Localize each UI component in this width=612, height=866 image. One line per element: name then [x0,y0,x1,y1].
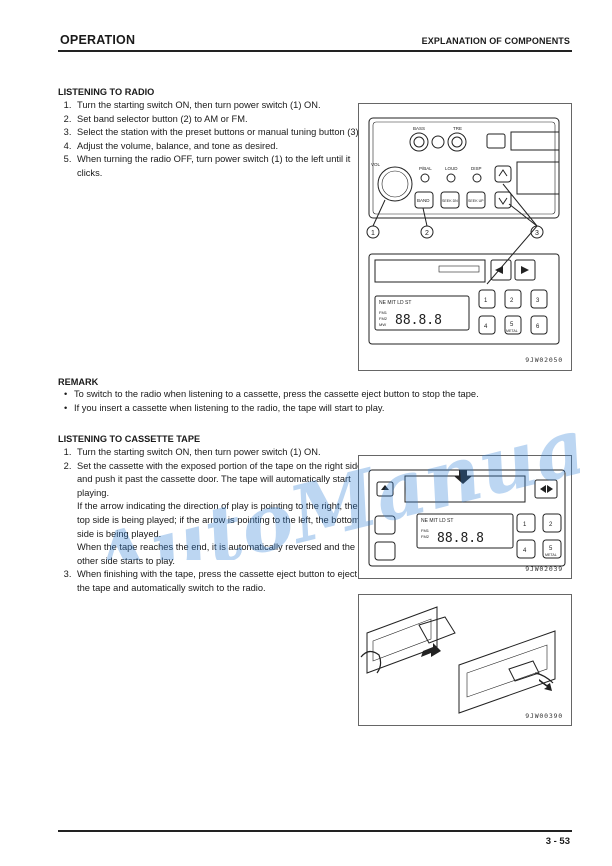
vol-label: VOL [371,162,381,167]
radio-heading: LISTENING TO RADIO [58,87,155,97]
preset-4: 4 [484,324,488,330]
loud-label: LOUD [445,166,458,171]
figure-code: 9JW00390 [525,712,563,720]
cassette-display-text: NE MIT LD ST [421,518,453,524]
cassette-step: Set the cassette with the exposed portio… [74,460,370,569]
cassette-preset-5: 5 [549,546,553,552]
preset-1: 1 [484,298,488,304]
remark-list: To switch to the radio when listening to… [58,388,584,415]
radio-step: Adjust the volume, balance, and tone as … [74,140,370,154]
radio-step: Set band selector button (2) to AM or FM… [74,113,370,127]
tre-label: TRE [453,126,462,131]
remark-item: If you insert a cassette when listening … [74,402,584,416]
preset-5: 5 [510,322,514,328]
bass-label: BASS [413,126,425,131]
cassette-figure: NE MIT LD ST FM1 FM2 88.8.8 1 2 4 5 META… [358,455,572,579]
chapter-title: EXPLANATION OF COMPONENTS [421,36,570,46]
cassette-preset-1: 1 [523,522,527,528]
cassette-heading: LISTENING TO CASSETTE TAPE [58,434,201,444]
footer-rule [58,830,572,832]
preset-2: 2 [510,298,514,304]
cassette-step: When finishing with the tape, press the … [74,568,370,595]
cassette-step: Turn the starting switch ON, then turn p… [74,446,370,460]
remark-item: To switch to the radio when listening to… [74,388,584,402]
callout-1: 1 [371,230,375,237]
cassette-preset-4: 4 [523,548,527,554]
figure-code: 9JW02050 [525,356,563,364]
band-fm1: FM1 [379,310,388,315]
display-text: NE MIT LD ST [379,300,411,306]
cassette-unit-drawing: NE MIT LD ST FM1 FM2 88.8.8 1 2 4 5 META… [368,469,566,567]
radio-step: Select the station with the preset butto… [74,126,370,140]
cassette-band-fm2: FM2 [421,534,430,539]
seek-up-label: SEEK UP [468,199,484,203]
band-label: BAND [417,198,430,203]
figure-code: 9JW02039 [525,565,563,573]
cassette-preset-5-metal: METAL [545,553,557,557]
preset-6: 6 [536,324,540,330]
disp-label: DISP [471,166,482,171]
preset-3: 3 [536,298,540,304]
radio-unit-drawing: BASS TRE VOL P/BAL LOUD DISP BAND SEEK D… [366,117,560,345]
preset-5-metal: METAL [506,329,518,333]
insert-eject-figure: 9JW00390 [358,594,572,726]
radio-step: Turn the starting switch ON, then turn p… [74,99,370,113]
cassette-band-fm1: FM1 [421,528,430,533]
radio-step: When turning the radio OFF, turn power s… [74,153,370,180]
callout-3: 3 [535,230,539,237]
section-title: OPERATION [60,33,136,47]
radio-steps: Turn the starting switch ON, then turn p… [58,99,370,181]
cassette-display-digits: 88.8.8 [437,531,484,546]
band-fm2: FM2 [379,316,388,321]
pbal-label: P/BAL [419,166,432,171]
cassette-preset-2: 2 [549,522,553,528]
display-digits: 88.8.8 [395,313,442,328]
page-number: 3 - 53 [545,836,570,847]
remark-heading: REMARK [58,377,99,387]
cassette-steps: Turn the starting switch ON, then turn p… [58,446,370,596]
radio-figure: BASS TRE VOL P/BAL LOUD DISP BAND SEEK D… [358,103,572,371]
callout-2: 2 [425,230,429,237]
insert-eject-drawing [360,606,556,714]
band-mw: MW [379,322,386,327]
seek-dn-label: SEEK DN [442,199,458,203]
header-rule [58,50,572,52]
